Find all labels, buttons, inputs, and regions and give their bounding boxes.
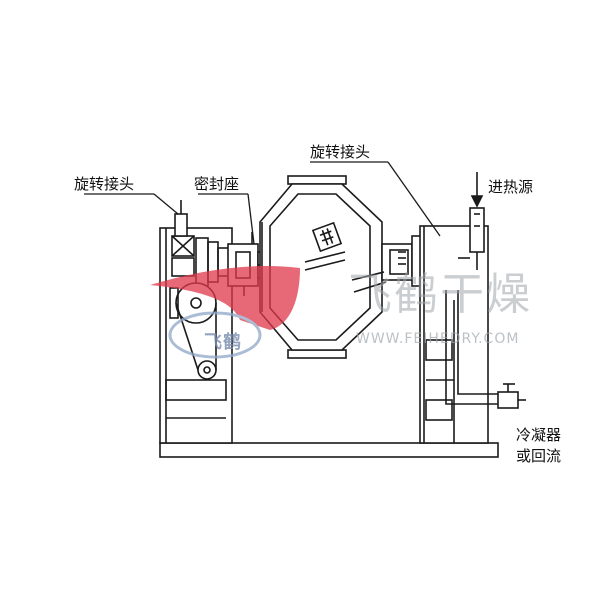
heat-inlet-arrow <box>470 172 484 208</box>
heat-inlet-label: 进热源 <box>488 178 534 196</box>
internal-vacuum-pipe <box>304 221 346 271</box>
watermark-logo <box>150 265 300 359</box>
watermark-brand-text: 飞鹤干燥 <box>348 269 532 320</box>
watermark-site-text: WWW.FEIHEDRY.COM <box>356 331 520 347</box>
rotary-joint-label-left: 旋转接头 <box>74 175 135 193</box>
watermark-logo-text: 飞鹤 <box>204 332 242 353</box>
seal-seat-label: 密封座 <box>194 175 240 193</box>
left-support-frame <box>159 227 233 444</box>
heat-inlet-pipe <box>458 207 485 270</box>
left-rotary-joint <box>174 200 188 237</box>
condenser-label-line2: 或回流 <box>516 447 562 465</box>
leader-lines <box>84 161 441 245</box>
condenser-label-line1: 冷凝器 <box>516 426 562 444</box>
base-platform <box>159 442 499 458</box>
condensate-outlet-pipe <box>445 290 526 409</box>
rotary-joint-label-right: 旋转接头 <box>310 143 371 161</box>
